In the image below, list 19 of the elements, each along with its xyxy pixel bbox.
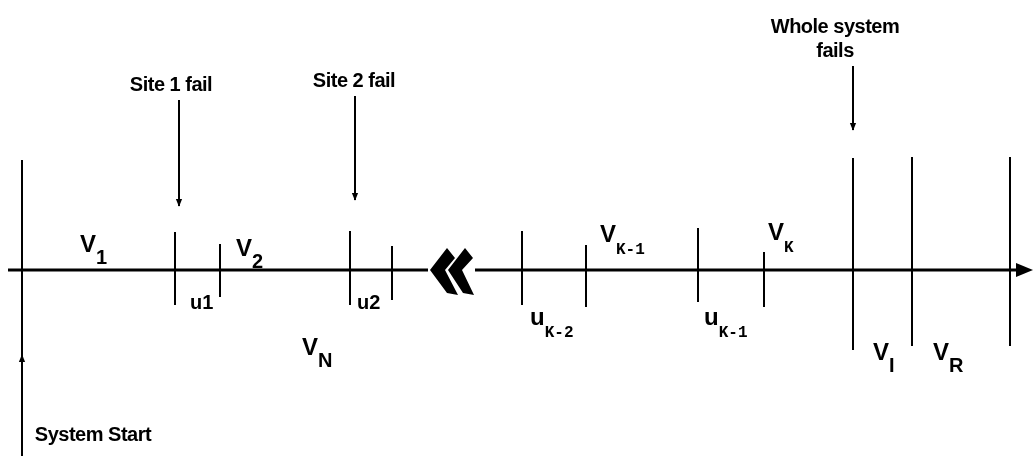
arrow <box>175 99 183 207</box>
interval-label: u$_{K-2}$ <box>530 305 574 341</box>
event-label: Site 2 fail <box>295 68 413 92</box>
interval-label: V$_{N}$ <box>302 335 333 370</box>
event-label: Site 1 fail <box>112 72 230 96</box>
interval-label: u2 <box>357 292 381 312</box>
interval-label: V$_{K-1}$ <box>600 222 645 258</box>
interval-label: u$_{K-1}$ <box>704 305 748 341</box>
arrow <box>849 65 857 131</box>
event-label: Whole system fails <box>760 14 910 62</box>
interval-label: V$_{2}$ <box>236 236 264 271</box>
interval-label: V$_{1}$ <box>80 232 108 267</box>
arrow <box>18 354 26 456</box>
interval-label: V$_{K}$ <box>768 220 794 256</box>
interval-label: V$_{R}$ <box>933 340 964 375</box>
event-label: System Start <box>28 422 158 446</box>
arrow <box>351 95 359 201</box>
interval-label: V$_{I}$ <box>873 340 895 375</box>
interval-label: u1 <box>190 292 214 312</box>
